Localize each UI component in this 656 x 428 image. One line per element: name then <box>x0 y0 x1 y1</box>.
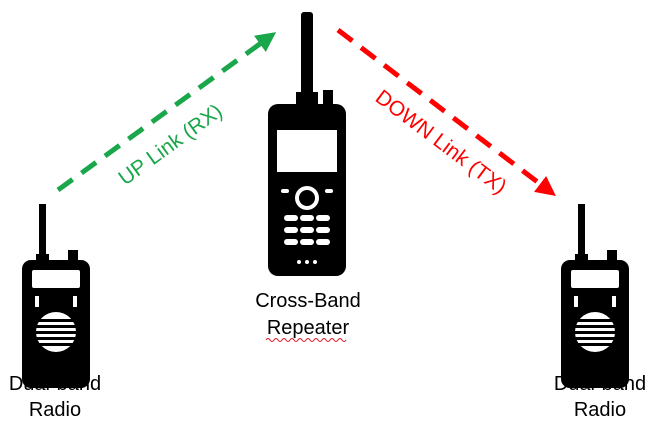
downlink-arrow <box>336 28 556 197</box>
downlink-label: DOWN Link (TX) <box>371 86 511 199</box>
right-radio-label-line1: Dual-band <box>554 373 646 395</box>
left-radio-label-line1: Dual-band <box>9 373 101 395</box>
repeater-icon <box>268 12 346 276</box>
right-radio-label-line2: Radio <box>574 399 626 421</box>
repeater-label-line2: Repeater <box>267 317 350 339</box>
repeater-label-line1: Cross-Band <box>255 290 361 312</box>
left-radio-icon <box>22 204 90 388</box>
left-radio-label-line2: Radio <box>29 399 81 421</box>
right-radio-icon <box>561 204 629 388</box>
uplink-arrow <box>56 32 277 193</box>
spellcheck-underline <box>265 338 347 342</box>
uplink-label: UP Link (RX) <box>114 100 226 190</box>
